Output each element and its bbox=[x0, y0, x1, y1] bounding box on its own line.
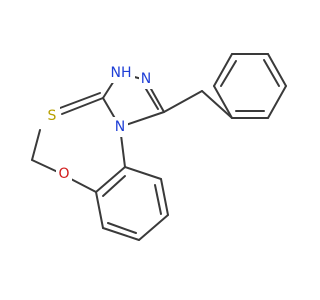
phenethyl-chain bbox=[163, 90, 233, 119]
bond-ring-o bbox=[68, 177, 97, 193]
bond-right-double-2 bbox=[263, 59, 280, 87]
bond-lower-double-2 bbox=[107, 222, 137, 234]
n-top-right-label: N bbox=[141, 71, 151, 87]
bond-c3-s-1 bbox=[61, 97, 104, 115]
bond-o-ch2 bbox=[31, 159, 61, 174]
bond-right-3 bbox=[267, 53, 287, 87]
bond-right-6 bbox=[213, 85, 233, 119]
bond-c5-ch2 bbox=[163, 90, 203, 113]
bond-lower-5 bbox=[95, 191, 104, 229]
bond-ch2-ch3 bbox=[31, 129, 41, 161]
nh-label-bg bbox=[107, 63, 135, 83]
bond-lower-double-3 bbox=[102, 175, 126, 197]
bond-lower-2 bbox=[160, 178, 169, 216]
phenyl-ring-lower bbox=[95, 126, 169, 241]
ethoxy-group bbox=[31, 129, 97, 193]
n-top-right-bg bbox=[139, 69, 154, 89]
bond-lower-4 bbox=[102, 227, 140, 241]
n-ring-label: N bbox=[115, 119, 125, 135]
thione-group bbox=[59, 92, 104, 115]
sulfur-label: S bbox=[48, 108, 57, 124]
bond-right-5 bbox=[213, 53, 233, 87]
bond-c3-s-2 bbox=[59, 92, 101, 109]
bond-right-double-3 bbox=[220, 60, 237, 87]
bond-lower-6 bbox=[95, 166, 126, 193]
chemical-structure-diagram: NH N N S O bbox=[31, 53, 287, 241]
bond-right-2 bbox=[267, 85, 287, 119]
oxygen-bg bbox=[56, 164, 72, 184]
bond-lower-1 bbox=[124, 166, 162, 180]
bond-lower-3 bbox=[138, 214, 169, 241]
bond-lower-double-1 bbox=[154, 184, 162, 215]
atom-labels: NH N N S O bbox=[44, 63, 154, 184]
n-ring-bg bbox=[112, 117, 128, 137]
sulfur-bg bbox=[44, 106, 60, 126]
nh-label: NH bbox=[111, 65, 132, 81]
phenyl-ring-right bbox=[213, 53, 287, 119]
bond-ch2-ch2 bbox=[201, 90, 233, 119]
oxygen-label: O bbox=[58, 166, 69, 182]
